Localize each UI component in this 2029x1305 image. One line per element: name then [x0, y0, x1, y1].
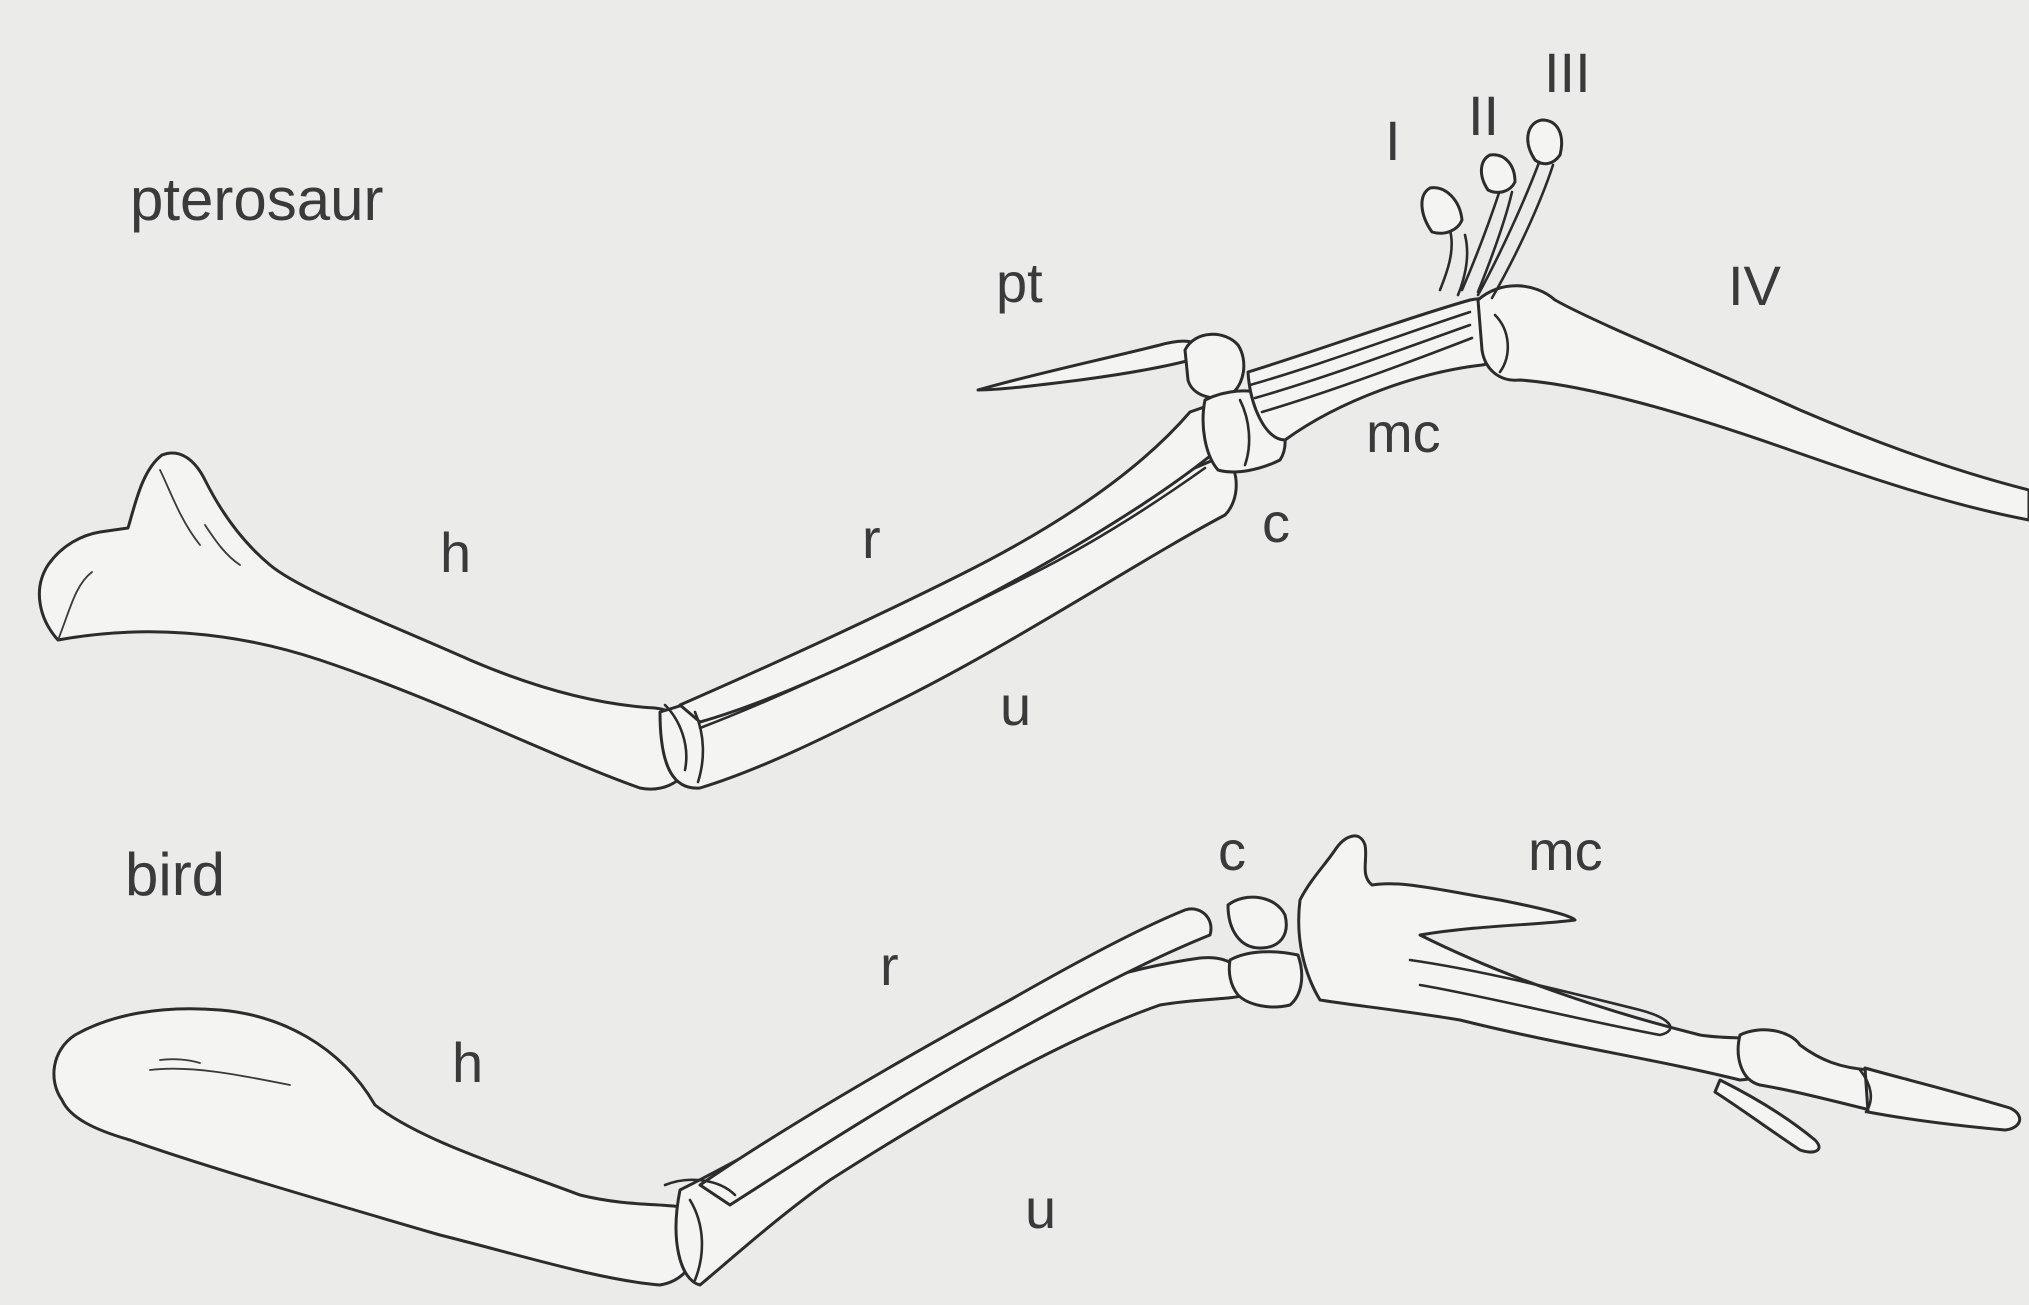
pterosaur-label-digit-iv: IV [1728, 254, 1782, 317]
pterosaur-pteroid-bone [978, 341, 1205, 390]
pterosaur-label-digit-i: I [1385, 109, 1401, 172]
bird-carpal-upper [1228, 897, 1286, 948]
bird-label-radius: r [880, 934, 899, 997]
bird-radius-bone [700, 909, 1211, 1205]
bird-digit-tip [1865, 1068, 2020, 1130]
pterosaur-label-digit-iii: III [1544, 41, 1591, 104]
pterosaur-label-carpals: c [1262, 491, 1290, 554]
pterosaur-label-radius: r [862, 507, 881, 570]
pterosaur-carpal-upper [1185, 334, 1244, 397]
pterosaur-wing-finger-iv [1478, 286, 2029, 520]
bird-label-humerus: h [452, 1031, 483, 1094]
bird-ulna-bone [676, 958, 1246, 1285]
pterosaur-title: pterosaur [130, 166, 383, 233]
bird-carpal-lower [1229, 952, 1301, 1007]
bird-humerus-bone [54, 1009, 701, 1285]
pterosaur-label-ulna: u [1000, 674, 1031, 737]
bird-title: bird [125, 841, 225, 908]
pterosaur-label-digit-ii: II [1468, 84, 1499, 147]
bird-digit-phalanx [1738, 1030, 1870, 1110]
pterosaur-label-pteroid: pt [996, 251, 1043, 314]
pterosaur-claw-iii-icon [1528, 120, 1562, 164]
pterosaur-claw-i-icon [1422, 188, 1462, 234]
bird-label-metacarpal: mc [1528, 819, 1603, 882]
bird-label-carpals: c [1218, 819, 1246, 882]
pterosaur-claw-ii-icon [1481, 155, 1515, 193]
pterosaur-label-metacarpal: mc [1366, 401, 1441, 464]
bird-label-ulna: u [1025, 1177, 1056, 1240]
pterosaur-label-humerus: h [440, 521, 471, 584]
pterosaur-humerus-bone [39, 453, 693, 789]
